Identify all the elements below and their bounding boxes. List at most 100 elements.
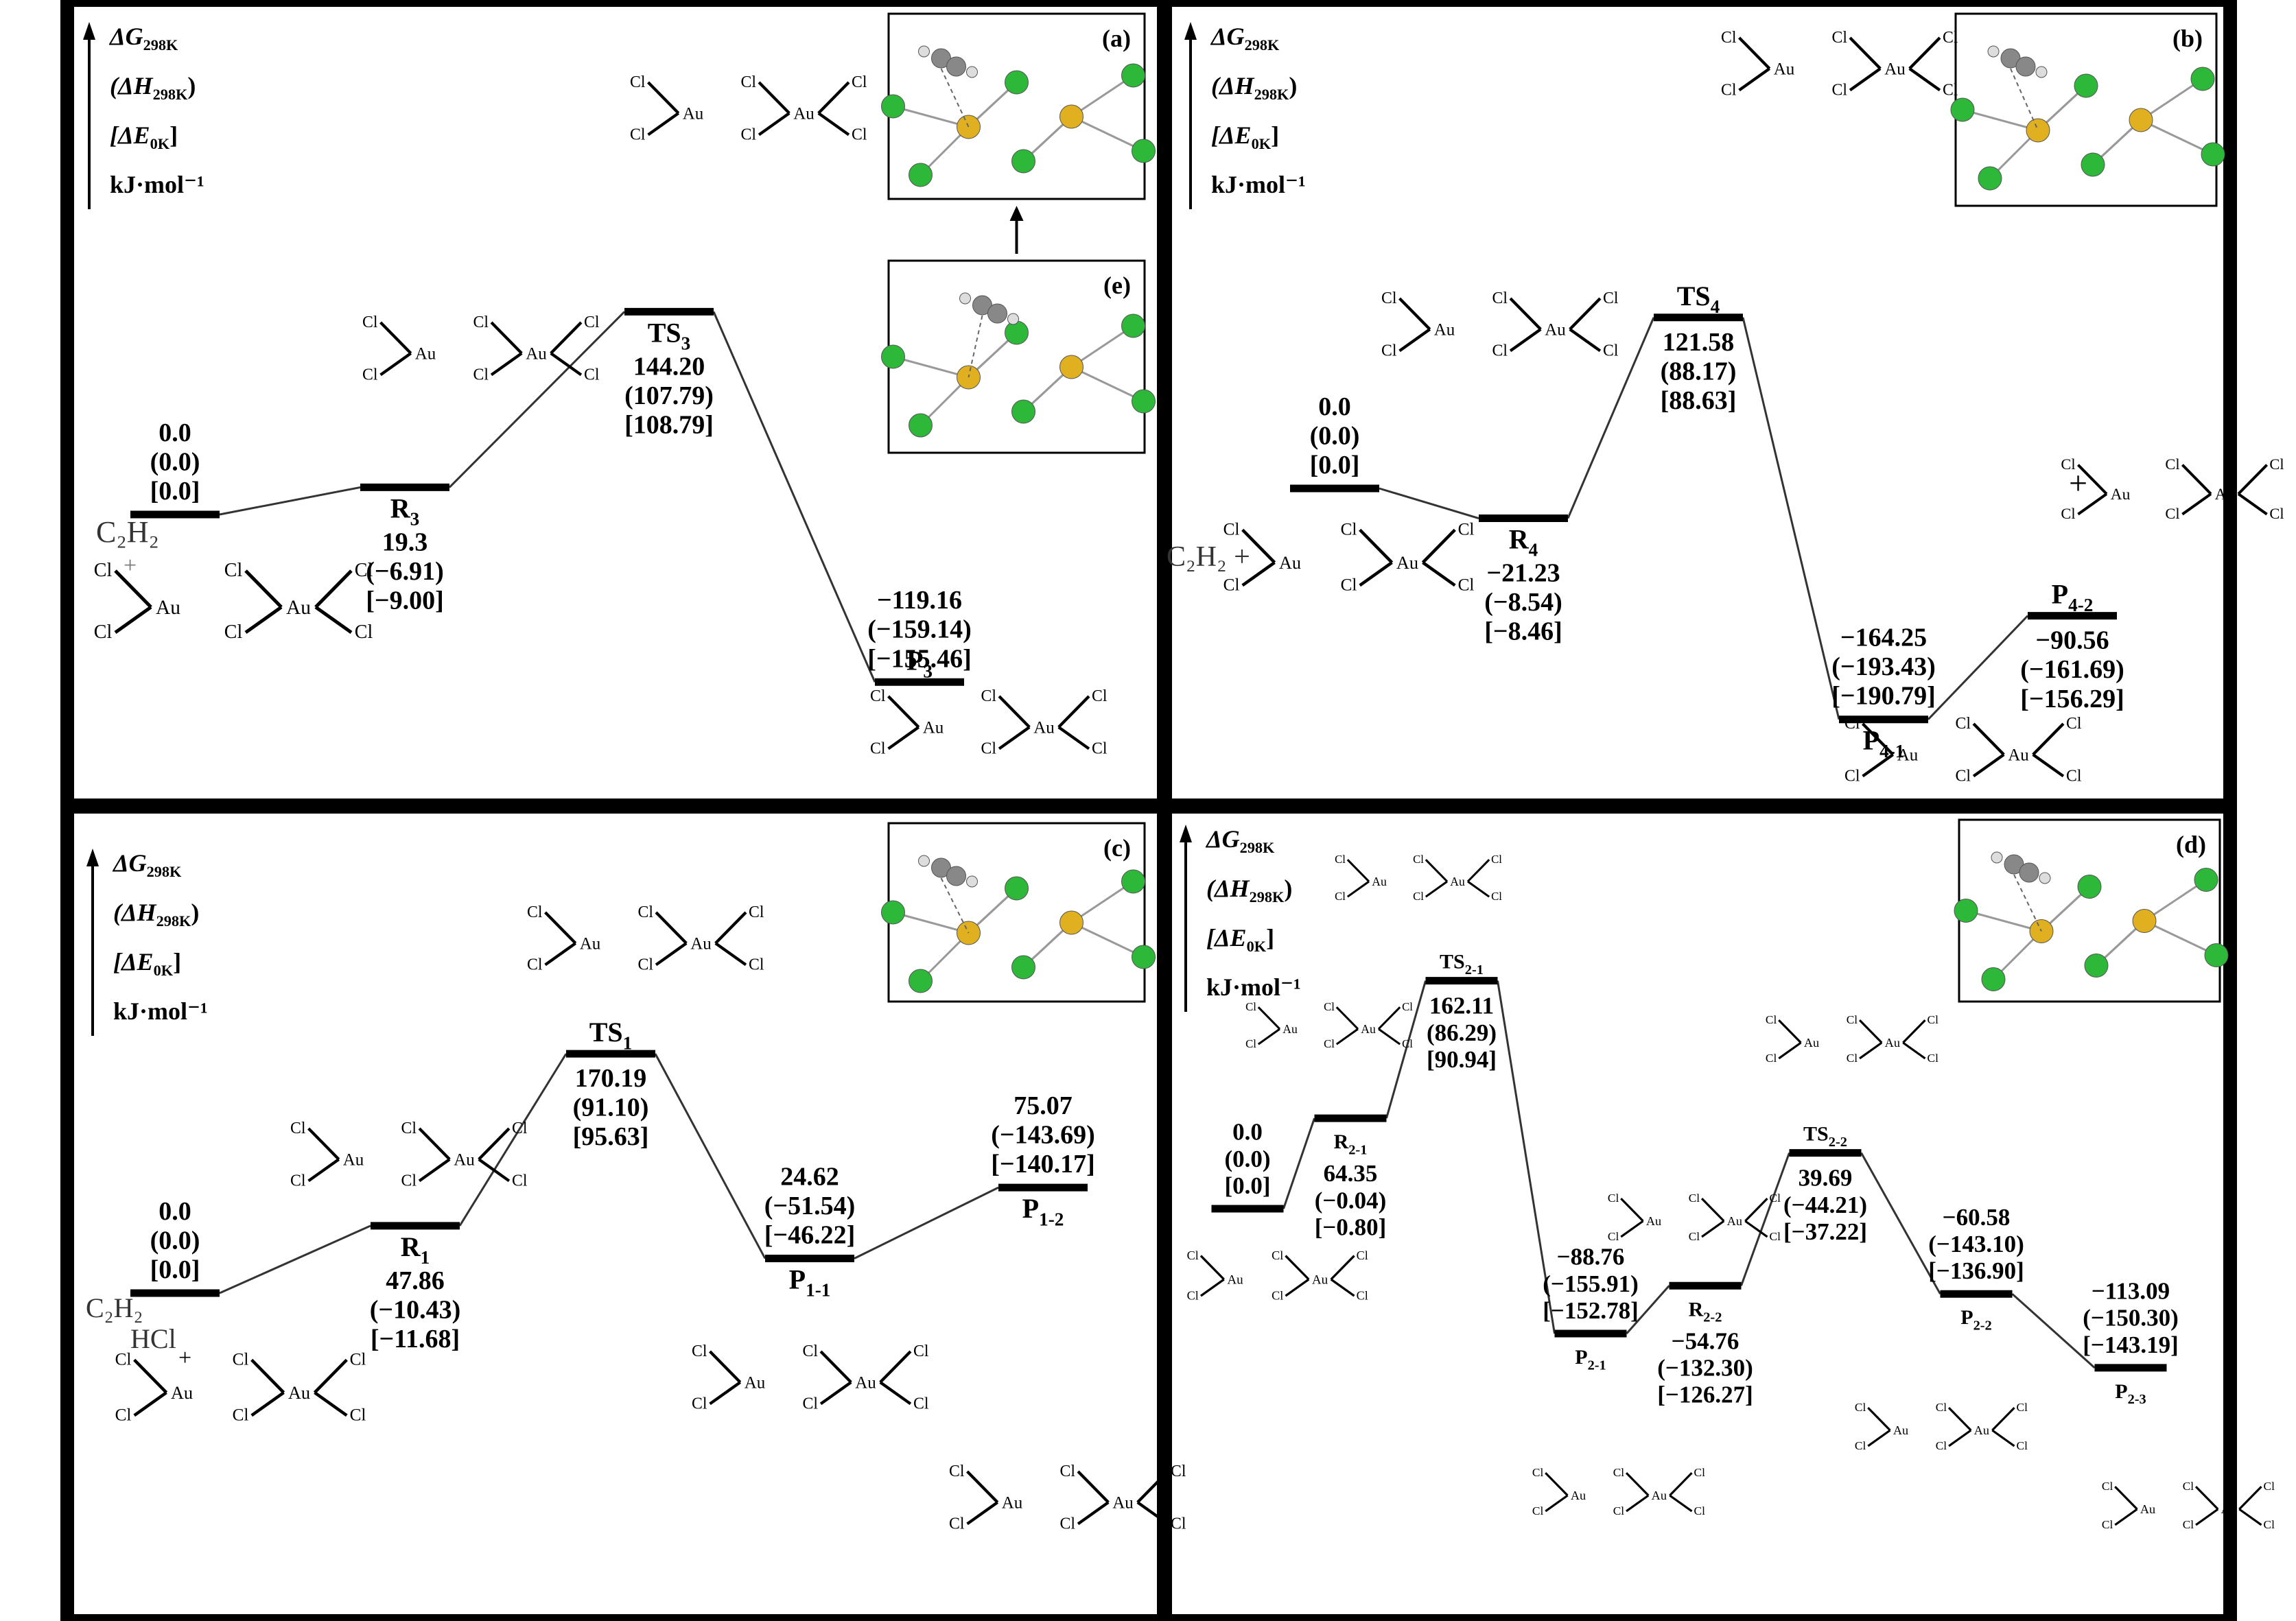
bond xyxy=(2237,464,2269,495)
cl-label: Cl xyxy=(1603,342,1619,359)
energy-value: 19.3 xyxy=(382,528,428,556)
energy-value: (−6.91) xyxy=(366,557,443,586)
cl-label: Cl xyxy=(1608,1230,1619,1243)
profile-connector xyxy=(2011,1293,2096,1369)
cl-label: Cl xyxy=(1694,1504,1705,1517)
h-atom xyxy=(959,292,971,305)
bond xyxy=(1862,753,1894,778)
bond xyxy=(1070,921,1145,958)
y-axis-label-line: [ΔE0K] xyxy=(1211,121,1279,152)
y-axis-label-line: ΔG298K xyxy=(112,849,182,880)
bond xyxy=(817,112,850,137)
energy-value: (0.0) xyxy=(1310,421,1360,450)
cl-label: Cl xyxy=(1060,1515,1076,1533)
cl-label: Cl xyxy=(1936,1401,1947,1414)
energy-value: [−156.29] xyxy=(2020,685,2124,713)
au-atom xyxy=(2132,909,2157,933)
bond xyxy=(1569,297,1602,331)
inset-arrowhead xyxy=(1009,206,1024,221)
energy-value: [0.0] xyxy=(1224,1172,1270,1199)
bond xyxy=(1908,67,1941,92)
c-atom xyxy=(2015,56,2036,77)
cl-label: Cl xyxy=(233,1406,249,1425)
cl-label: Cl xyxy=(949,1515,965,1533)
cl-label: Cl xyxy=(1458,576,1475,595)
y-axis-label-line: (ΔH298K) xyxy=(113,899,199,930)
au-label: Au xyxy=(1727,1214,1742,1228)
bond xyxy=(1908,36,1941,70)
bond xyxy=(2238,1508,2262,1526)
bond xyxy=(1422,561,1456,587)
energy-value: (−132.30) xyxy=(1657,1354,1753,1381)
cl-label: Cl xyxy=(115,1406,132,1425)
cl-label: Cl xyxy=(1766,1013,1777,1026)
energy-value: 0.0 xyxy=(1318,392,1351,421)
energy-value: 64.35 xyxy=(1324,1160,1378,1187)
au-label: Au xyxy=(1450,875,1465,888)
state-label: TS4 xyxy=(1677,281,1720,317)
cl-label: Cl xyxy=(981,739,997,757)
bond xyxy=(714,911,747,945)
bond xyxy=(550,321,583,355)
au-label: Au xyxy=(1396,552,1418,573)
reactant-c2h2: C₂H₂ + xyxy=(1167,541,1250,573)
au-label: Au xyxy=(1804,1036,1819,1050)
bond xyxy=(2195,1508,2219,1526)
plus-sign: + xyxy=(124,553,137,578)
bond xyxy=(709,1350,742,1384)
cl-label: Cl xyxy=(1381,342,1397,359)
au-label: Au xyxy=(454,1151,475,1170)
bond xyxy=(1070,115,1145,152)
bond xyxy=(114,605,152,635)
state-label: P2-3 xyxy=(2115,1380,2146,1407)
cl-atom xyxy=(1005,876,1029,901)
cl-label: Cl xyxy=(1943,29,1958,47)
energy-value: (86.29) xyxy=(1427,1019,1497,1046)
au-label: Au xyxy=(1893,1423,1908,1437)
cl-label: Cl xyxy=(1927,1052,1938,1065)
plus-sign: + xyxy=(178,1345,191,1371)
bond xyxy=(1744,1220,1768,1238)
h-atom xyxy=(1987,45,2000,58)
state-label: TS3 xyxy=(648,317,691,353)
inset-letter: (d) xyxy=(2176,831,2206,858)
bond xyxy=(307,1158,340,1183)
energy-value: −164.25 xyxy=(1840,624,1927,652)
bond xyxy=(1077,1470,1110,1504)
h-atom xyxy=(918,45,930,58)
au-label: Au xyxy=(1279,552,1301,573)
cl-atom xyxy=(881,344,905,369)
bond xyxy=(244,569,283,608)
bond xyxy=(879,1350,912,1384)
panel-b: ΔG298K(ΔH298K)[ΔE0K]kJ·mol⁻¹0.0(0.0)[0.0… xyxy=(1167,12,2284,785)
cl-label: Cl xyxy=(1245,1000,1256,1013)
cl-label: Cl xyxy=(94,622,113,643)
h-atom xyxy=(1007,313,1019,325)
energy-value: (0.0) xyxy=(150,1226,200,1255)
energy-value: [−155.46] xyxy=(867,644,971,673)
cl-label: Cl xyxy=(1603,289,1619,307)
cl-label: Cl xyxy=(1844,767,1860,785)
au-label: Au xyxy=(1571,1489,1586,1502)
bond xyxy=(314,605,353,635)
cl-atom xyxy=(1981,967,2006,991)
cl-label: Cl xyxy=(1187,1249,1199,1262)
y-axis-label-line: (ΔH298K) xyxy=(110,72,196,103)
bond xyxy=(1241,561,1276,587)
au-label: Au xyxy=(683,105,704,123)
plus-sign: + xyxy=(2069,465,2087,501)
cl-label: Cl xyxy=(981,687,997,705)
bond xyxy=(893,911,969,934)
cl-label: Cl xyxy=(2263,1480,2275,1493)
cl-label: Cl xyxy=(1335,853,1346,866)
profile-connector xyxy=(1860,1152,1941,1294)
au-atom xyxy=(1059,355,1083,379)
cl-label: Cl xyxy=(1721,81,1737,99)
au-atom xyxy=(1059,104,1083,129)
au-label: Au xyxy=(2008,746,2029,765)
cl-label: Cl xyxy=(1832,29,1848,47)
cl-atom xyxy=(1005,70,1029,95)
bond xyxy=(647,81,680,115)
y-axis-label-line: (ΔH298K) xyxy=(1206,875,1292,906)
bond xyxy=(490,352,523,377)
